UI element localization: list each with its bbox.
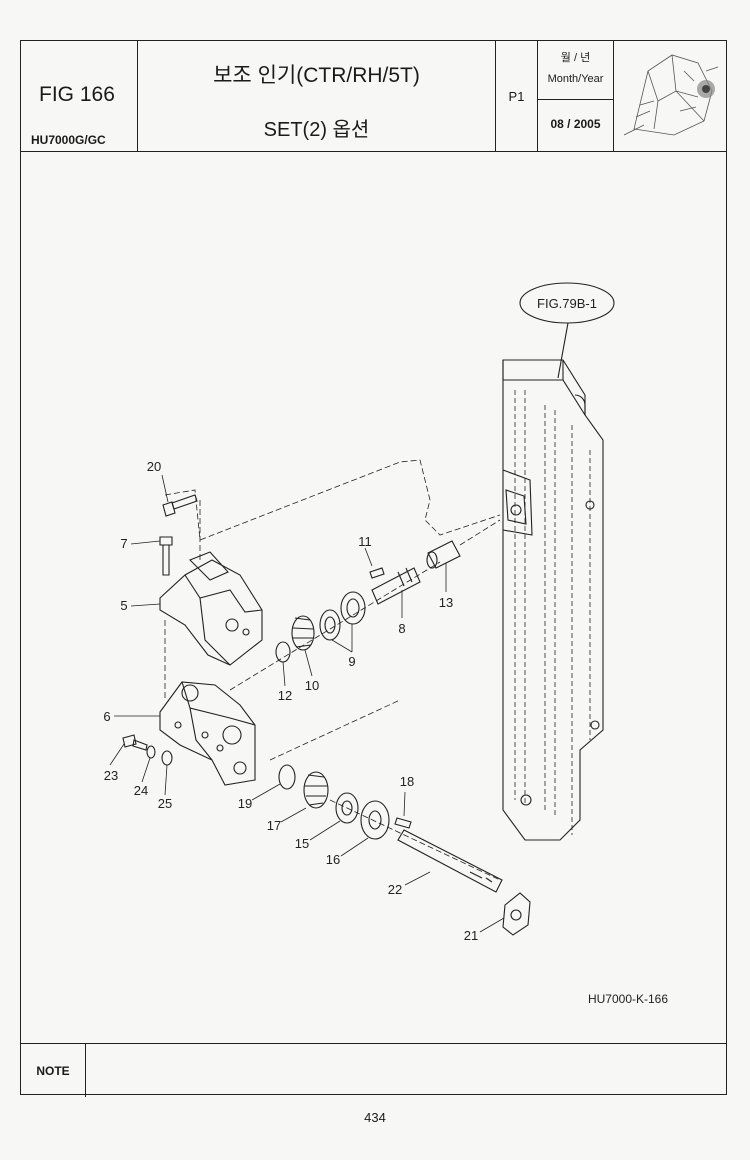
- callout: 5: [120, 598, 127, 613]
- shaft-8: [371, 567, 421, 605]
- note-label: NOTE: [21, 1044, 86, 1097]
- month-year-cell: 월 / 년 Month/Year 08 / 2005: [538, 41, 614, 151]
- callout: 17: [267, 818, 281, 833]
- title-block: FIG 166 HU7000G/GC 보조 인기(CTR/RH/5T) SET(…: [21, 41, 726, 152]
- month-year-korean: 월 / 년: [560, 52, 591, 64]
- reference-leader: [557, 322, 569, 379]
- bearing-15: [335, 792, 359, 824]
- callout: 6: [103, 709, 110, 724]
- bolt-23: [122, 734, 148, 751]
- leader-lines: [109, 474, 505, 933]
- callout: 22: [388, 882, 402, 897]
- callout: 16: [326, 852, 340, 867]
- mast-frame: [502, 359, 604, 841]
- reference-ellipse: [519, 282, 615, 324]
- divider: [538, 99, 613, 100]
- callout: 19: [238, 796, 252, 811]
- page-frame: FIG 166 HU7000G/GC 보조 인기(CTR/RH/5T) SET(…: [20, 40, 727, 1097]
- bolt-20: [162, 494, 198, 517]
- note-row: NOTE: [21, 1043, 726, 1097]
- callout: 20: [147, 459, 161, 474]
- washer-25: [161, 750, 173, 766]
- bolt-7: [159, 536, 173, 576]
- page-code: P1: [508, 89, 525, 104]
- pin-11: [369, 567, 385, 579]
- callout: 9: [348, 654, 355, 669]
- snap-ring-19: [278, 764, 296, 790]
- shaft-22: [397, 829, 503, 893]
- month-year-label: Month/Year: [547, 73, 604, 85]
- callout: 13: [439, 595, 453, 610]
- callout: 24: [134, 783, 148, 798]
- callouts: 20 7 5 11 13 8 9 12 10 6 23 24 25 19 17 …: [103, 459, 478, 943]
- reference-label: FIG.79B-1: [537, 296, 597, 311]
- fig-cell: FIG 166 HU7000G/GC: [21, 41, 138, 151]
- bushing-13: [426, 540, 461, 569]
- callout: 8: [398, 621, 405, 636]
- housing-6: [159, 681, 256, 786]
- gear-17: [303, 771, 329, 809]
- callout: 15: [295, 836, 309, 851]
- callout: 10: [305, 678, 319, 693]
- page-cell: P1: [496, 41, 538, 151]
- callout: 7: [120, 536, 127, 551]
- bearing-9: [319, 591, 366, 641]
- pin-18: [394, 817, 412, 829]
- bracket-5: [159, 551, 263, 666]
- gear-10: [291, 615, 315, 651]
- callout: 18: [400, 774, 414, 789]
- callout: 25: [158, 796, 172, 811]
- figure-number: FIG 166: [39, 83, 115, 106]
- title-cell: 보조 인기(CTR/RH/5T) SET(2) 옵션: [138, 41, 496, 151]
- revision-date: 08 / 2005: [550, 117, 601, 131]
- callout: 12: [278, 688, 292, 703]
- ring-12: [275, 641, 291, 663]
- page-number: 434: [364, 1110, 386, 1125]
- title-option: SET(2) 옵션: [263, 119, 370, 141]
- callout: 23: [104, 768, 118, 783]
- machine-thumbnail: [614, 41, 726, 151]
- drawing-code: HU7000-K-166: [588, 992, 668, 1006]
- washer-24: [146, 745, 156, 759]
- callout: 11: [358, 534, 372, 549]
- plate-21: [502, 892, 531, 936]
- callout: 21: [464, 928, 478, 943]
- bearing-16: [360, 800, 390, 840]
- model-code: HU7000G/GC: [31, 133, 106, 147]
- title-korean: 보조 인기(CTR/RH/5T): [213, 64, 420, 87]
- assembly-lines: [164, 459, 501, 881]
